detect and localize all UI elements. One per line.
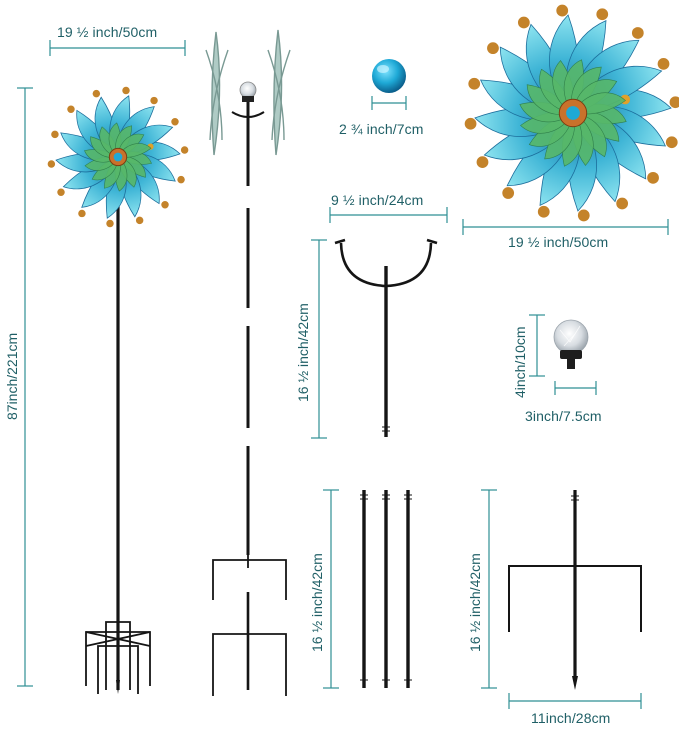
spinner-bead [161,201,169,209]
spinner-bead [596,8,609,21]
dimension-lines [17,40,669,709]
spinner-bead [67,105,75,113]
spinner-ground-legs [85,621,151,694]
spinner-bead [556,4,569,17]
glass-orb [372,59,406,93]
stake-width-label: 11inch/28cm [531,710,611,726]
spinner-bead [665,136,678,149]
spinner-width-right-label: 19 ½ inch/50cm [508,234,609,250]
spinner-bead [78,209,86,218]
spinner-bead [476,156,489,169]
spinner-bead [631,27,644,39]
spinner-bead [616,197,629,210]
spinner-bead [177,175,185,184]
spinner-bead [669,96,679,109]
spinner-head-small [47,86,189,228]
spinner-bead [57,188,65,196]
orb-diameter-label: 2 ¾ inch/7cm [339,121,424,137]
light-width-label: 3inch/7.5cm [525,408,602,424]
ground-stake [508,490,642,690]
poles-height-label: 16 ½ inch/42cm [309,553,325,652]
stake-height-label: 16 ½ inch/42cm [467,553,483,652]
spinner-hub-gem [566,106,580,120]
spinner-bead [180,146,189,154]
spinner-bead [647,171,659,184]
spinner-bead [468,77,481,90]
solar-light-ball [553,319,589,369]
leg-set-top [212,555,287,600]
spinner-hub-gem [113,152,123,162]
assembled-wind-spinner [47,86,189,694]
top-bracket-pole [334,238,438,437]
bracket-width-label: 9 ½ inch/24cm [331,192,424,208]
spinner-bead [464,117,477,130]
spinner-bead [150,96,158,105]
total-height-label: 87inch/221cm [4,332,20,420]
spinner-bead [92,89,101,98]
spinner-bead [47,160,56,168]
bracket-height-label: 16 ½ inch/42cm [295,303,311,402]
spinner-bead [537,205,550,218]
light-height-label: 4inch/10cm [512,326,528,398]
side-fan-right [267,29,291,156]
spinner-bead [135,216,144,225]
disassembled-wind-spinner [205,29,291,696]
spinner-bead [106,219,114,228]
spinner-bead [171,118,179,126]
spinner-bead [487,42,499,55]
spinner-bead [502,187,515,199]
spinner-bead [577,209,590,222]
spinner-bead [517,16,530,29]
spinner-bead [51,130,59,139]
large-spinner-head [464,4,679,222]
pole-sections [360,490,412,688]
spinner-width-left-label: 19 ½ inch/50cm [57,24,158,40]
leg-set-bottom [212,592,287,696]
spinner-bead [122,86,130,95]
side-fan-left [205,31,229,156]
spinner-bead [657,57,670,70]
